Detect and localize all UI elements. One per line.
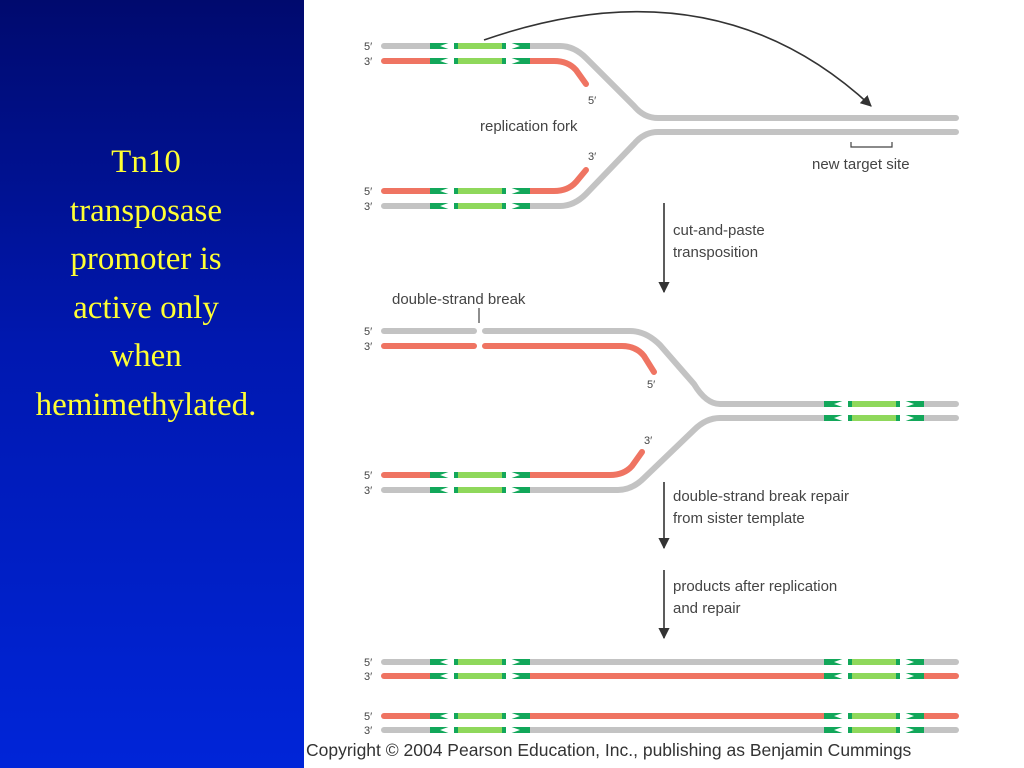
target-site-bracket [850,142,893,148]
strand-end-label: 3′ [364,671,372,683]
step-label-transposition: transposition [673,244,758,261]
figure-panel: 5′ 3′ 5′ 3′ 5′ 3′ replication fork new t… [304,0,1024,768]
new-target-site-label: new target site [812,156,910,173]
new-strand [482,343,657,375]
transposon [430,485,530,495]
strand-end-label: 3′ [644,435,652,447]
strand-end-label: 3′ [364,485,372,497]
step-label-cut-and-paste: cut-and-paste [673,222,765,239]
strand-end-label: 3′ [364,201,372,213]
transposon [430,657,530,667]
transposon [430,41,530,51]
strand-end-label: 5′ [364,326,372,338]
step-label-sister-template: from sister template [673,510,805,527]
title-line: promoter is [70,241,222,277]
old-strand [381,129,959,209]
strand-end-label: 3′ [364,56,372,68]
transposition-diagram: 5′ 3′ 5′ 3′ 5′ 3′ replication fork new t… [364,10,959,737]
new-strand [381,449,645,478]
title-panel: Tn10 transposase promoter is active only… [0,0,304,768]
strand-end-label: 5′ [364,711,372,723]
strand-end-label: 5′ [588,95,596,107]
strand-end-label: 5′ [364,41,372,53]
new-strand [381,58,589,87]
strand-end-label: 3′ [364,341,372,353]
old-strand [381,43,959,121]
title-line: Tn10 [111,144,181,180]
step-label-dsb-repair: double-strand break repair [673,488,849,505]
transposon [430,711,530,721]
old-strand [381,415,959,493]
transposon [430,671,530,681]
transposon [824,399,924,409]
transposon [430,186,530,196]
replication-fork-label: replication fork [480,118,578,135]
copyright-notice: Copyright © 2004 Pearson Education, Inc.… [306,740,912,760]
title-line: when [110,338,182,374]
stage-double-strand-break: double-strand break 5′ 3′ 5′ 3′ 5′ 3′ [364,291,959,497]
transposon [824,725,924,735]
slide-title: Tn10 transposase promoter is active only… [0,138,292,429]
title-line: hemimethylated. [35,386,257,423]
strand-end-label: 3′ [364,725,372,737]
title-line: transposase [69,192,223,229]
strand-end-label: 5′ [364,657,372,669]
stage-products: 5′ 3′ 5′ 3′ [364,657,959,737]
transposon [430,56,530,66]
transposon [824,413,924,423]
strand-end-label: 5′ [364,470,372,482]
old-strand [482,328,959,407]
strand-end-label: 5′ [647,379,655,391]
double-strand-break-label: double-strand break [392,291,526,308]
transposon [824,657,924,667]
transposon [824,671,924,681]
transposon [824,711,924,721]
title-line: active only [73,289,219,326]
strand-end-label: 5′ [364,186,372,198]
step-label-products: products after replication [673,578,837,595]
strand-end-label: 3′ [588,151,596,163]
stage-replication-fork: 5′ 3′ 5′ 3′ 5′ 3′ replication fork new t… [364,41,959,213]
transposon [430,201,530,211]
transposon [430,470,530,480]
new-strand [381,167,589,194]
step-label-and-repair: and repair [673,600,741,617]
transposon [430,725,530,735]
transposition-curve-arrow [483,10,872,107]
